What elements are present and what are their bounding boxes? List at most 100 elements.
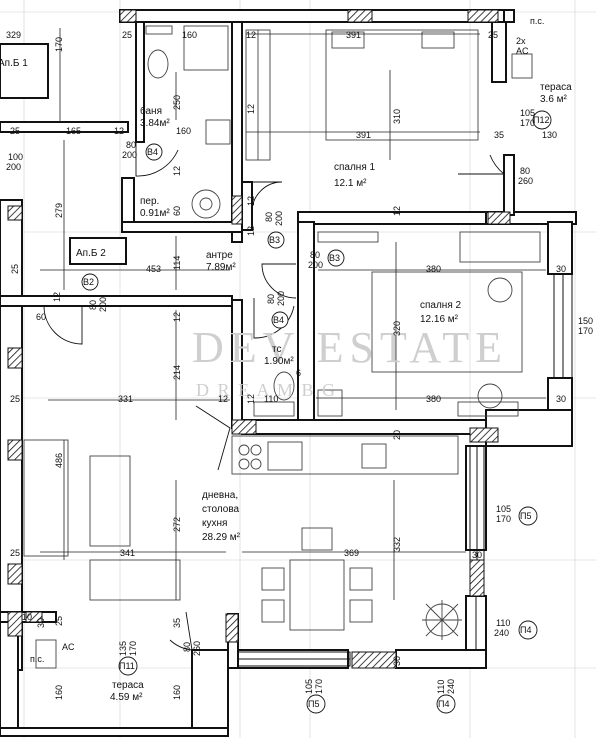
dim-200f: 200 <box>276 291 286 306</box>
furniture <box>23 25 541 669</box>
living-area: 28.29 м² <box>202 532 241 543</box>
terrace-bottom-area: 4.59 м² <box>110 692 143 703</box>
dim-160b: 160 <box>176 126 191 136</box>
dim-105a: 105 <box>520 108 535 118</box>
bed1-name: спалня 1 <box>334 162 376 173</box>
dim-170f: 170 <box>314 679 324 694</box>
dim-170a: 170 <box>54 37 64 52</box>
dim-380b: 380 <box>426 394 441 404</box>
door-tag-b4b: B4 <box>273 315 284 325</box>
dim-200e: 200 <box>98 297 108 312</box>
dim-260a: 260 <box>518 176 533 186</box>
dim-12d: 12 <box>172 166 182 176</box>
opening-tag-p12: П12 <box>533 115 549 125</box>
dim-25b: 25 <box>488 30 498 40</box>
ac-bottom-label: AC <box>62 642 75 652</box>
dim-12i: 12 <box>172 312 182 322</box>
door-tag-b3a: B3 <box>269 235 280 245</box>
dim-25c: 25 <box>10 126 20 136</box>
dim-80f: 80 <box>266 294 276 304</box>
bath-name: баня <box>140 105 162 117</box>
dim-200b: 200 <box>122 150 137 160</box>
dim-170d: 170 <box>496 514 511 524</box>
opening-tag-p4a: П4 <box>520 625 531 635</box>
door-tag-b2: B2 <box>83 277 94 287</box>
dim-80e: 80 <box>88 300 98 310</box>
columns <box>7 9 511 669</box>
ac-top-label: AC <box>516 46 529 56</box>
dim-105c: 105 <box>304 679 314 694</box>
watermark-line-2: D R E A M B G <box>196 380 337 400</box>
current-apartment-box <box>69 237 127 265</box>
wc-area: 1.90м² <box>264 356 294 367</box>
ac-top-count: 2x <box>516 36 526 46</box>
dim-12c: 12 <box>114 126 124 136</box>
dim-12b: 12 <box>246 104 256 114</box>
dim-30c: 30 <box>472 550 482 560</box>
walls <box>0 9 577 737</box>
dim-170b: 170 <box>520 118 535 128</box>
dim-25f: 25 <box>10 548 20 558</box>
living-name-line1: дневна, <box>202 490 238 501</box>
dim-135: 135 <box>118 641 128 656</box>
current-apartment-label: Ап.Б 2 <box>76 248 106 259</box>
dim-110c: 110 <box>436 680 446 694</box>
dim-369: 369 <box>344 548 359 558</box>
dim-110: 110 <box>264 394 278 404</box>
dim-160c: 160 <box>54 685 64 700</box>
dim-329: 329 <box>6 30 21 40</box>
terrace-top-name: тераса <box>540 82 572 93</box>
dim-260b: 260 <box>192 641 202 656</box>
dim-200c: 200 <box>274 211 284 226</box>
dim-60a: 60 <box>172 206 182 216</box>
doors <box>43 132 506 651</box>
dim-80d: 80 <box>310 250 320 260</box>
dim-310: 310 <box>392 109 402 124</box>
dim-114: 114 <box>172 256 182 270</box>
dim-272: 272 <box>172 517 182 532</box>
dim-341: 341 <box>120 548 135 558</box>
dim-110b: 110 <box>496 618 510 628</box>
dim-332: 332 <box>392 537 402 552</box>
dim-60b: 60 <box>36 312 46 322</box>
dim-453: 453 <box>146 264 161 274</box>
dim-331: 331 <box>118 394 133 404</box>
dim-25d: 25 <box>10 264 20 274</box>
windows <box>237 273 573 667</box>
dim-170e: 170 <box>128 641 138 656</box>
hall-name: антре <box>206 250 233 261</box>
dim-6: 6 <box>296 368 301 378</box>
dim-25a: 25 <box>122 30 132 40</box>
dim-240a: 240 <box>494 628 509 638</box>
dim-105b: 105 <box>496 504 511 514</box>
bed2-area: 12.16 м² <box>420 314 459 325</box>
dim-160a: 160 <box>182 30 197 40</box>
opening-tag-p11: П11 <box>119 661 135 671</box>
dim-12g: 12 <box>246 226 256 236</box>
dim-35a: 35 <box>494 130 504 140</box>
dim-10: 10 <box>22 612 32 622</box>
dim-80b: 80 <box>520 166 530 176</box>
living-name-line3: кухня <box>202 518 227 529</box>
dim-150: 150 <box>578 316 593 326</box>
ps-bottom-label: п.с. <box>30 654 44 664</box>
door-tag-b4a: B4 <box>147 147 158 157</box>
dim-200d: 200 <box>308 260 323 270</box>
storage-name: пер. <box>140 196 159 207</box>
dim-30e: 30 <box>392 656 402 666</box>
watermark-line-1: DEV ESTATE <box>192 323 508 372</box>
dim-20: 20 <box>392 430 402 440</box>
neighbour-apartment-label: Ап.Б 1 <box>0 58 28 69</box>
bed2-name: спалня 2 <box>420 300 462 311</box>
dim-130: 130 <box>542 130 557 140</box>
door-tags: B4 B3 B3 B4 B2 <box>81 143 345 329</box>
dim-80a: 80 <box>126 140 136 150</box>
dim-200a: 200 <box>6 162 21 172</box>
dim-35b: 35 <box>172 618 182 628</box>
dim-170c: 170 <box>578 326 593 336</box>
dimension-numbers: 329 25 160 12 391 25 391 105 170 35 130 … <box>6 30 593 638</box>
dim-12a: 12 <box>246 30 256 40</box>
dim-30d: 30 <box>36 618 46 628</box>
dim-12k: 12 <box>246 394 256 404</box>
